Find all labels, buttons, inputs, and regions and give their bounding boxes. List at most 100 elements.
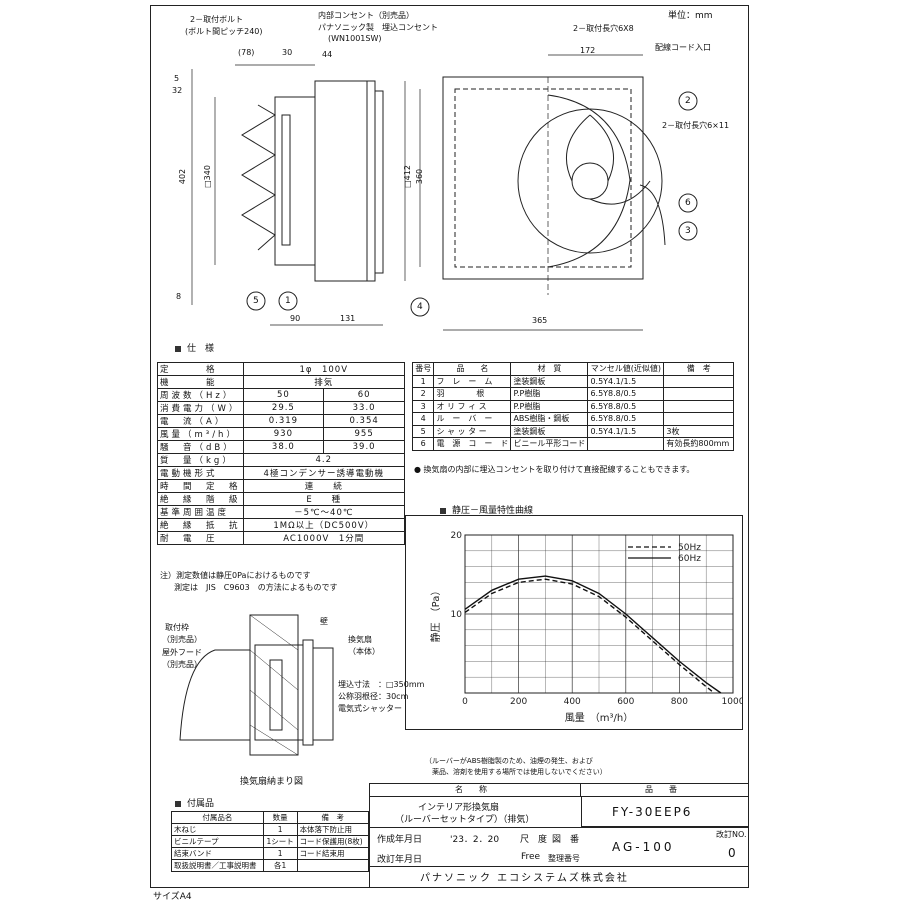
spec-label: 消費電力（W）	[157, 401, 244, 415]
shutter-outline	[241, 104, 276, 251]
install-fan-sub: （本体）	[348, 647, 380, 656]
parts-cell: 5	[411, 424, 435, 438]
spec-label: 絶 縁 階 級	[157, 492, 244, 506]
spec-value: 4.2	[242, 453, 406, 467]
dim-d340: □340	[202, 165, 212, 188]
side-flange	[366, 80, 376, 282]
louver-note1: （ルーバーがABS樹脂製のため、油煙の発生、および	[425, 757, 593, 765]
dim-5: 5	[174, 74, 180, 83]
acc-row: 取扱説明書／工事説明書各1	[171, 859, 370, 872]
install-size3: 電気式シャッター	[338, 704, 402, 713]
parts-cell: 1	[411, 374, 435, 388]
spec-note1: 注）測定数値は静圧0Paにおけるものです	[160, 571, 311, 580]
parts-cell: 羽 根	[433, 387, 512, 401]
dim-131: 131	[340, 314, 356, 323]
spec-value: E 種	[242, 492, 406, 506]
technical-drawing	[191, 54, 698, 331]
series-line-50Hz	[464, 578, 715, 694]
parts-cell: 6.5Y8.8/0.5	[587, 412, 665, 426]
side-frame	[274, 96, 316, 266]
spec-value: 1φ 100V	[242, 362, 406, 376]
install-hood-label: 屋外フード	[162, 648, 202, 657]
spec-value: 50	[242, 388, 325, 402]
parts-cell: 6.5Y8.8/0.5	[587, 399, 665, 413]
x-tick-label: 1000	[722, 697, 743, 707]
dim-78: (78)	[238, 48, 255, 57]
slot-6x11-label: 2－取付長穴6×11	[662, 121, 730, 130]
unit-label: 単位：mm	[668, 11, 713, 21]
acc-cell: コード結束用	[296, 847, 370, 860]
front-inner	[454, 88, 632, 268]
side-bracket	[281, 114, 291, 246]
tb-model-cell	[581, 797, 749, 827]
parts-cell: オ リ フ ィ ス	[433, 399, 512, 413]
parts-cell: 0.5Y4.1/1.5	[587, 374, 665, 388]
parts-cell: 4	[411, 412, 435, 426]
bolt-label: 2－取付ボルト	[190, 15, 244, 24]
spec-label: 電 流（A）	[157, 414, 244, 428]
parts-cell: P.P樹脂	[510, 399, 589, 413]
spec-value: AC1000V 1分間	[242, 531, 406, 545]
wall	[249, 614, 299, 756]
spec-value: 38.0	[242, 440, 325, 454]
fan-hub	[571, 162, 609, 200]
callout-1: 1	[285, 296, 291, 306]
callout-6: 6	[685, 198, 691, 208]
outdoor-hood	[179, 649, 251, 741]
dim-365: 365	[532, 316, 548, 325]
tb-name2: （ルーバーセットタイプ）（排気）	[395, 815, 535, 825]
parts-cell	[587, 437, 665, 451]
acc-cell: 1	[262, 823, 298, 836]
acc-cell: 本体落下防止用	[296, 823, 370, 836]
tb-number-header: 品 番	[645, 785, 677, 794]
outlet-model2: (WN1001SW)	[328, 34, 382, 43]
spec-label: 周波数（Hz）	[157, 388, 244, 402]
tb-row1	[369, 827, 749, 847]
install-frame-sub: （別売品）	[162, 635, 202, 644]
spec-label: 風量（m³/h）	[157, 427, 244, 441]
spec-value: 930	[242, 427, 325, 441]
x-tick-label: 400	[564, 697, 581, 707]
acc-cell: 各1	[262, 859, 298, 872]
y-tick-label: 10	[451, 610, 463, 620]
dim-8: 8	[176, 292, 182, 301]
acc-cell: 取扱説明書／工事説明書	[171, 859, 264, 872]
parts-cell: P.P樹脂	[510, 387, 589, 401]
parts-header: 備 考	[663, 362, 734, 376]
parts-cell	[663, 374, 734, 388]
fan-body	[302, 639, 314, 746]
dim-90: 90	[290, 314, 301, 323]
side-louver	[374, 90, 384, 274]
tb-drawing-label: 図 番	[552, 835, 580, 845]
plot-area	[464, 534, 734, 694]
callout-4: 4	[417, 302, 423, 312]
x-axis-label: 風量 （m³/h）	[565, 712, 633, 724]
spec-row: 質 量（kg）4.2	[157, 453, 406, 467]
spec-value: 0.319	[242, 414, 325, 428]
spec-row: 時 間 定 格連 続	[157, 479, 406, 493]
fan-louver	[312, 647, 334, 741]
side-body	[314, 80, 368, 282]
spec-value: 排気	[242, 375, 406, 389]
parts-cell	[663, 387, 734, 401]
spec-label: 騒 音（dB）	[157, 440, 244, 454]
series-line-60Hz	[464, 575, 722, 694]
parts-cell: 0.5Y4.1/1.5	[587, 424, 665, 438]
tb-model: FY-30EEP6	[612, 805, 693, 819]
spec-label: 質 量（kg）	[157, 453, 244, 467]
tb-manage-label: 整理番号	[548, 854, 580, 863]
tb-rev-no-label: 改訂NO.	[716, 830, 747, 839]
chart-title: 静圧－風量特性曲線	[440, 503, 533, 516]
spec-value: 4極コンデンサー誘導電動機	[242, 466, 406, 480]
fan-blades	[565, 114, 651, 205]
tb-name1: インテリア形換気扇	[418, 803, 500, 813]
